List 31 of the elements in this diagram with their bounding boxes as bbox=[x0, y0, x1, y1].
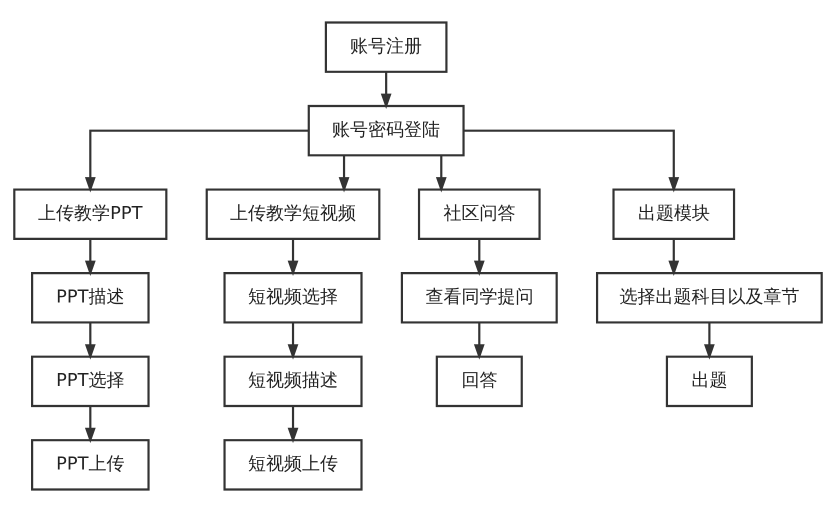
node-box: 账号密码登陆 bbox=[308, 104, 465, 156]
arrow bbox=[436, 156, 447, 192]
node-box: 上传教学PPT bbox=[13, 188, 168, 240]
arrow bbox=[288, 406, 298, 444]
node-box: PPT选择 bbox=[31, 356, 150, 408]
arrow bbox=[704, 322, 715, 360]
node-box: 选择出题科目以及章节 bbox=[596, 272, 823, 324]
node-box: PPT上传 bbox=[31, 439, 150, 491]
node-box: 短视频描述 bbox=[223, 356, 363, 408]
node-box: 账号注册 bbox=[324, 21, 448, 73]
arrow bbox=[668, 239, 680, 276]
arrow bbox=[84, 406, 96, 444]
node-box: 出题模块 bbox=[612, 188, 736, 240]
node-box: 短视频选择 bbox=[223, 272, 363, 324]
arrow bbox=[288, 322, 298, 360]
node-box: 上传教学短视频 bbox=[206, 188, 380, 240]
node-box: PPT描述 bbox=[31, 272, 150, 324]
node-box: 出题 bbox=[666, 356, 753, 408]
node-box: 社区问答 bbox=[418, 188, 541, 240]
arrow bbox=[380, 72, 392, 109]
node-box: 回答 bbox=[436, 356, 523, 408]
arrow bbox=[288, 239, 298, 276]
arrow bbox=[84, 239, 96, 276]
arrow bbox=[474, 239, 485, 276]
node-box: 查看同学提问 bbox=[400, 272, 558, 324]
arrow bbox=[84, 322, 96, 360]
arrow bbox=[474, 322, 485, 360]
arrow bbox=[84, 130, 308, 192]
arrow bbox=[338, 156, 350, 192]
node-box: 短视频上传 bbox=[223, 439, 363, 491]
arrow bbox=[464, 130, 680, 192]
